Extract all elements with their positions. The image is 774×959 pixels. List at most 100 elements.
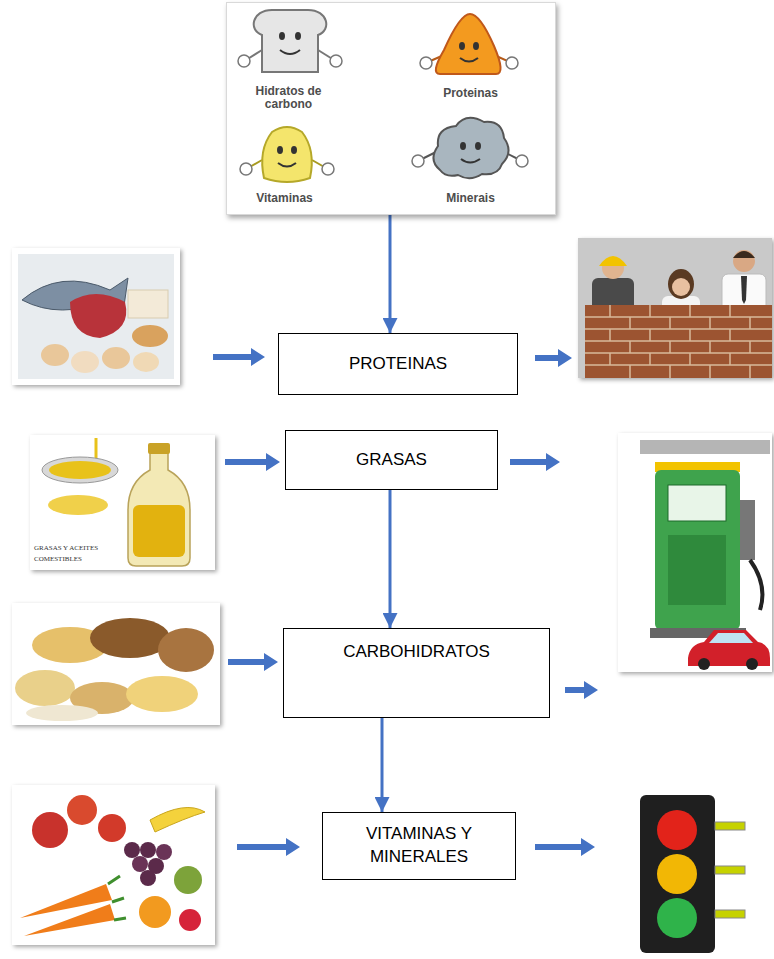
glove: [240, 163, 252, 175]
block-arrow: [228, 653, 278, 671]
worker-head: [672, 278, 690, 296]
fuel-pump-photo: [618, 433, 772, 672]
photo-frame: [12, 603, 220, 725]
eye: [460, 142, 466, 150]
carrot: [24, 904, 115, 936]
egg: [102, 347, 130, 369]
character-label: Hidratos de carbono: [241, 85, 336, 111]
banana: [150, 808, 205, 833]
flow-arrow: [381, 718, 384, 812]
hair: [668, 269, 694, 299]
brick-wall: [585, 305, 772, 378]
traffic-light: [640, 795, 745, 953]
eye: [291, 146, 297, 154]
kiwi: [174, 866, 202, 894]
box-label: PROTEINAS: [349, 353, 447, 376]
mineral-body: [433, 118, 508, 178]
photo-ground: [18, 254, 174, 379]
mouth: [278, 163, 296, 167]
bread-loaf: [158, 628, 214, 672]
mouth: [460, 58, 478, 62]
vitamin-character: [240, 127, 334, 182]
glove: [420, 57, 432, 69]
grape: [132, 856, 148, 872]
worker-head: [733, 250, 755, 272]
light-bar: [715, 866, 745, 874]
canopy: [640, 440, 770, 454]
hose: [750, 560, 762, 610]
fruits-photo: [12, 785, 215, 945]
spoon: [42, 457, 118, 483]
block-arrow: [213, 348, 265, 366]
mouth: [461, 159, 480, 163]
strawberry: [179, 909, 201, 931]
cheese: [128, 290, 168, 318]
bread-body: [254, 10, 327, 72]
bottle-cap: [148, 443, 170, 454]
eye: [277, 146, 283, 154]
rice-pile: [26, 705, 98, 721]
block-arrow: [237, 838, 300, 856]
tie: [741, 276, 747, 304]
car-window: [709, 633, 753, 643]
eye: [279, 32, 285, 40]
pasta: [126, 676, 198, 712]
protein-body: [436, 14, 501, 74]
mortar-lines: [585, 305, 772, 378]
pump-body: [655, 470, 740, 630]
photo-frame: [30, 435, 215, 570]
eye: [473, 42, 479, 50]
character-label: Vitaminas: [237, 192, 332, 205]
mouth: [280, 50, 300, 54]
bread-loaf: [90, 618, 170, 658]
eye: [475, 142, 481, 150]
green-light: [657, 898, 697, 938]
orange: [139, 896, 171, 928]
character-label: Minerais: [423, 192, 518, 205]
flow-arrow: [389, 215, 392, 333]
image-panel: Hidratos de carbono ProteinasVitaminas Min…: [226, 2, 556, 215]
oil-bowl: [48, 495, 108, 515]
photo-caption: GRASAS Y ACEITES COMESTIBLES: [34, 543, 122, 564]
meat: [70, 294, 126, 338]
photo-frame: [12, 785, 215, 945]
block-arrow: [565, 681, 598, 699]
grape: [156, 844, 172, 860]
block-arrow: [225, 453, 280, 471]
protein-foods-photo: [12, 248, 180, 385]
box-label: CARBOHIDRATOS: [343, 641, 490, 664]
protein-character: [420, 14, 518, 74]
pump-panel: [668, 535, 726, 605]
red-light: [657, 810, 697, 850]
wheel: [746, 658, 758, 670]
cereals-photo: [12, 603, 220, 725]
light-bar: [715, 910, 745, 918]
light-housing: [640, 795, 715, 953]
character-label: Proteinas: [423, 87, 518, 100]
light-bar: [715, 822, 745, 830]
glove: [516, 155, 528, 167]
block-arrow: [535, 349, 572, 367]
eye: [295, 32, 301, 40]
oil: [49, 461, 111, 479]
block-arrows: [213, 348, 598, 856]
block-arrow: [510, 453, 560, 471]
apple: [32, 812, 68, 848]
pump-display: [668, 485, 726, 521]
glove: [506, 57, 518, 69]
concept-box: PROTEINAS: [278, 333, 518, 395]
flow-arrow: [389, 490, 392, 628]
photo-frame: [12, 248, 180, 385]
pepper: [98, 814, 126, 842]
bread-character: [238, 10, 342, 72]
hard-hat: [599, 256, 627, 266]
concept-box: CARBOHIDRATOS: [283, 628, 550, 718]
concept-box: VITAMINAS Y MINERALES: [322, 812, 516, 880]
nozzle-holder: [740, 500, 755, 560]
glove: [238, 55, 250, 67]
egg: [41, 344, 69, 366]
photo-frame: [618, 433, 772, 672]
grain-pile: [15, 670, 75, 706]
box-label: GRASAS: [356, 449, 427, 472]
apple: [67, 795, 97, 825]
